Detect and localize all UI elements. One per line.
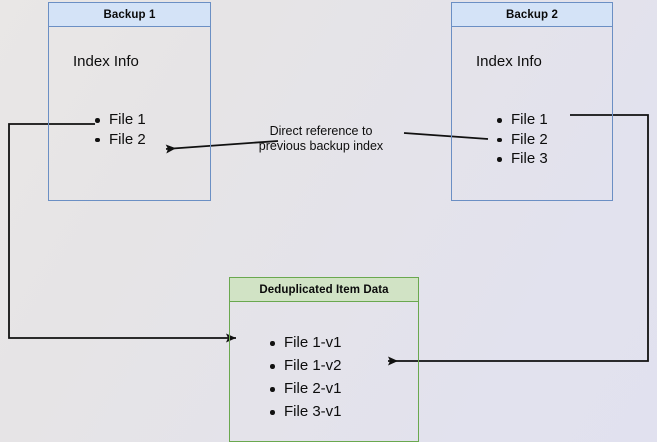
caption-line-2: previous backup index: [258, 139, 384, 153]
backup-1-file-list: File 1 File 2: [93, 110, 146, 149]
list-item: File 1-v2: [268, 354, 342, 377]
backup-2-index-label: Index Info: [476, 53, 542, 70]
list-item: File 1: [495, 110, 548, 130]
dedup-header: Deduplicated Item Data: [230, 278, 418, 302]
deduplicated-item-data-box[interactable]: Deduplicated Item Data File 1-v1 File 1-…: [229, 277, 419, 442]
backup-1-header: Backup 1: [49, 3, 210, 27]
list-item: File 2: [495, 130, 548, 150]
dedup-body: File 1-v1 File 1-v2 File 2-v1 File 3-v1: [230, 302, 418, 441]
backup-2-box[interactable]: Backup 2 Index Info File 1 File 2 File 3: [451, 2, 613, 201]
backup-2-body: Index Info File 1 File 2 File 3: [452, 27, 612, 200]
list-item: File 3: [495, 149, 548, 169]
list-item: File 1-v1: [268, 331, 342, 354]
backup-1-box[interactable]: Backup 1 Index Info File 1 File 2: [48, 2, 211, 201]
list-item: File 1: [93, 110, 146, 130]
dedup-file-list: File 1-v1 File 1-v2 File 2-v1 File 3-v1: [268, 331, 342, 423]
backup-1-index-label: Index Info: [73, 53, 139, 70]
direct-reference-caption: Direct reference to previous backup inde…: [247, 124, 395, 154]
backup-2-file-list: File 1 File 2 File 3: [495, 110, 548, 169]
list-item: File 2-v1: [268, 377, 342, 400]
backup-1-body: Index Info File 1 File 2: [49, 27, 210, 200]
list-item: File 2: [93, 130, 146, 150]
backup-2-header: Backup 2: [452, 3, 612, 27]
list-item: File 3-v1: [268, 400, 342, 423]
caption-line-1: Direct reference to: [269, 124, 373, 138]
